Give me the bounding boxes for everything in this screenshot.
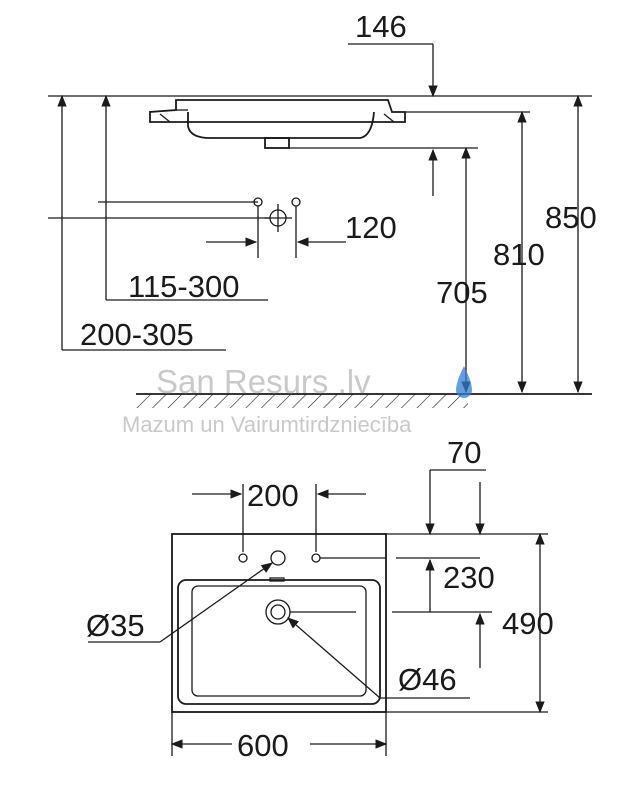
dim-850-label: 850 (545, 200, 597, 235)
dim-d46-label: Ø46 (398, 662, 457, 697)
basin-outline (171, 533, 387, 713)
bowl-inner (191, 585, 367, 697)
dim-200-label: 200 (247, 478, 299, 513)
dim-70-label: 70 (447, 435, 481, 470)
dim-810-label: 810 (493, 237, 545, 272)
dim-705-label: 705 (436, 275, 488, 310)
watermark-tagline: Mazum un Vairumtirdzniecība (122, 412, 412, 437)
water-drop-icon (456, 366, 472, 398)
bowl-outer (177, 579, 381, 705)
dim-115-300-label: 115-300 (128, 269, 239, 304)
top-view: 200 70 230 490 600 Ø35 Ø46 (86, 435, 554, 763)
watermark-brand: San Resurs .lv (156, 363, 371, 400)
floor-hatching (136, 393, 592, 408)
dim-120-label: 120 (345, 210, 397, 245)
overflow-slot (269, 577, 285, 582)
dim-200-305-label: 200-305 (80, 317, 194, 352)
dim-230-label: 230 (443, 560, 495, 595)
tap-holes-side (48, 197, 301, 258)
dim-600-label: 600 (237, 728, 289, 763)
dim-d35-label: Ø35 (86, 608, 145, 643)
dim-490-label: 490 (502, 606, 554, 641)
watermark: San Resurs .lv Mazum un Vairumtirdzniecī… (122, 363, 472, 437)
tap-holes-top (238, 550, 386, 566)
basin-profile (149, 99, 406, 149)
side-view: 146 850 810 705 120 115-30 (48, 9, 597, 408)
dim-146-label: 146 (355, 9, 407, 44)
drain-top (265, 599, 356, 625)
